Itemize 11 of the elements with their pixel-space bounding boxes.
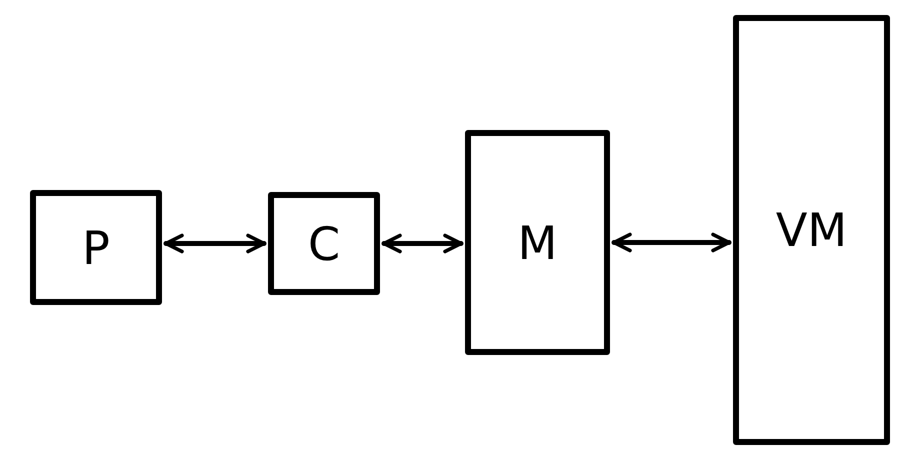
double-arrow [382,234,464,254]
process-box [733,15,890,445]
box-label: M [518,220,558,266]
process-box [465,130,610,355]
box-label: C [308,220,340,266]
double-arrow [164,234,266,254]
double-arrow [612,232,732,252]
process-box [30,190,162,305]
process-box [268,192,380,295]
box-label: VM [776,207,848,253]
box-label: P [82,224,110,270]
